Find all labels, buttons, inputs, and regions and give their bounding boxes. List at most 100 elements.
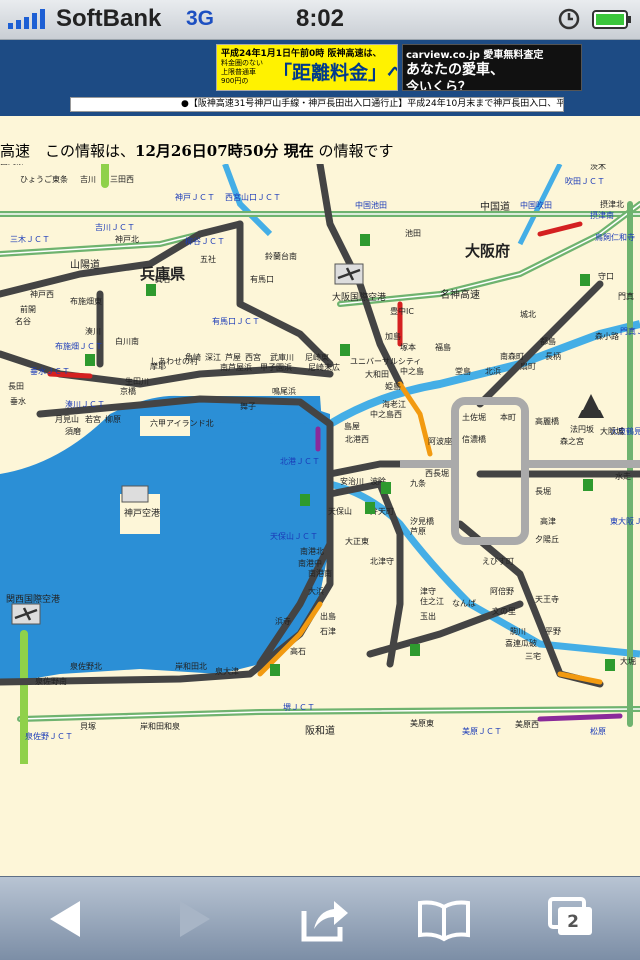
- place-label: 深江: [205, 353, 221, 362]
- place-label: 姫島: [385, 381, 401, 391]
- route-shield: [583, 479, 593, 491]
- route-shield: [300, 494, 310, 506]
- place-label: 三宅: [525, 651, 541, 661]
- forward-arrow-icon[interactable]: [164, 889, 224, 949]
- place-label: 尼崎末広: [308, 362, 340, 372]
- carrier-name: SoftBank: [56, 5, 162, 32]
- airplane-icon: [334, 263, 364, 285]
- river-2: [329, 480, 640, 658]
- ad2-line2: 今いくら？: [406, 80, 472, 91]
- osaka-castle-icon: [578, 394, 604, 418]
- tabs-icon[interactable]: [542, 889, 602, 949]
- jct-label: 吉川ＪＣＴ: [95, 223, 135, 232]
- traffic-map[interactable]: 兵庫県 大阪府 中国道 山陽道 名神高速 阪和道 大阪国際空港 関西国際空港 神…: [0, 164, 640, 764]
- label-sanyo: 山陽道: [70, 258, 100, 271]
- place-label: 森小路: [595, 331, 619, 341]
- place-label: 喜連瓜破: [505, 638, 537, 648]
- place-label: 名谷: [15, 316, 31, 326]
- osaka-loop: [400, 397, 640, 545]
- place-label: 中之島: [400, 366, 424, 376]
- jct-label: 美原ＪＣＴ: [462, 726, 502, 736]
- carview-ad[interactable]: carview.co.jp 愛車無料査定 あなたの愛車、 今いくら？: [402, 44, 582, 91]
- jct-label: 東大阪ＪＣＴ: [610, 516, 640, 526]
- place-label: 都島: [540, 336, 556, 346]
- place-label: 泉佐野南: [35, 676, 67, 686]
- place-label: 長堀: [535, 487, 551, 496]
- place-label: 月見山: [55, 414, 79, 424]
- place-label: 弁天町: [370, 506, 394, 516]
- place-label: 摂津北: [600, 199, 624, 209]
- river-4: [517, 164, 563, 246]
- signal-bars-icon: [8, 9, 45, 29]
- region-hyogo: 兵庫県: [140, 265, 185, 283]
- place-label: 法円坂: [570, 424, 594, 434]
- route-shield: [580, 274, 590, 286]
- place-label: 泉大津: [215, 666, 239, 676]
- airport-building-icon: [121, 485, 149, 503]
- jct-label: 吹田ＪＣＴ: [565, 176, 605, 186]
- place-label: 土佐堀: [462, 412, 486, 422]
- route-17-nishiosaka: [326, 480, 384, 498]
- expressway-fare-ad[interactable]: 平成24年1月1日午前0時 阪神高速は、 料金圏のない 上限普通車 900円の …: [216, 44, 398, 91]
- route-4-wangan-south: [256, 540, 334, 668]
- congestion-red-1: [537, 221, 583, 237]
- jct-label: 湊川ＪＣＴ: [65, 399, 105, 409]
- route-15-sakai: [376, 480, 404, 668]
- place-label: 甲子園浜: [260, 362, 292, 372]
- place-label: ユニバーサルシティ: [350, 357, 421, 366]
- label-meishin: 名神高速: [440, 288, 480, 301]
- page-content: 高速 この情報は、12月26日07時50分 現在 の情報です: [0, 116, 640, 876]
- place-label: 水走: [615, 471, 631, 481]
- back-arrow-icon[interactable]: [36, 889, 96, 949]
- place-label: なんば: [452, 599, 476, 608]
- label-kobe-airport: 神戸空港: [124, 507, 160, 519]
- place-label: 泉佐野北: [70, 661, 102, 671]
- place-label: 神戸北: [115, 234, 139, 244]
- share-icon[interactable]: [294, 889, 354, 949]
- place-label: 芦原: [410, 526, 426, 536]
- place-label: 有馬口: [250, 274, 274, 284]
- jct-label: 垂水ＪＣＴ: [30, 366, 70, 376]
- bookmarks-icon[interactable]: [414, 889, 474, 949]
- ad1-line2: 料金圏のない 上限普通車 900円の: [221, 59, 263, 85]
- tab-count: 2: [567, 912, 579, 932]
- network-type: 3G: [186, 7, 215, 30]
- place-label: 中之島西: [370, 409, 402, 419]
- place-label: 西長堀: [425, 469, 449, 478]
- place-label: 高石: [290, 646, 306, 656]
- place-label: 白川南: [115, 336, 139, 346]
- route-5-wangan: [0, 395, 334, 686]
- place-label: 大和田: [365, 369, 389, 379]
- ad-banner-area: 平成24年1月1日午前0時 阪神高速は、 料金圏のない 上限普通車 900円の …: [0, 40, 640, 116]
- jct-label: 中国吹田: [520, 200, 552, 210]
- place-label: 南森町: [500, 351, 524, 361]
- place-label: 貝塚: [80, 722, 96, 731]
- place-label: 大正東: [345, 536, 369, 546]
- route-3-kobe: [0, 350, 334, 388]
- jct-label: 有馬口ＪＣＴ: [212, 316, 260, 326]
- info-datetime: 12月26日07時50分 現在: [135, 142, 314, 160]
- place-label: 北浜: [485, 366, 501, 376]
- place-label: えびす町: [482, 557, 514, 566]
- congestion-orange-2: [257, 601, 323, 677]
- place-label: 五社: [200, 254, 216, 264]
- ad2-line1: あなたの愛車、: [406, 62, 504, 78]
- place-label: 前開: [20, 304, 36, 314]
- route-shield: [410, 644, 420, 656]
- place-label: ひょうご東条: [20, 174, 68, 184]
- place-label: 海老江: [382, 399, 406, 409]
- battery-icon: [592, 10, 631, 29]
- place-label: 岸和田北: [175, 662, 207, 671]
- place-label: 北港西: [345, 434, 369, 444]
- place-label: 森之宮: [560, 436, 584, 446]
- news-ticker[interactable]: ●【阪神高速31号神戸山手線・神戸長田出入口通行止】平成24年10月末まで神戸長…: [70, 97, 564, 112]
- status-time: 8:02: [295, 5, 345, 32]
- place-label: 玉出: [420, 611, 436, 621]
- region-osaka: 大阪府: [465, 242, 510, 260]
- place-label: 加島: [385, 331, 401, 341]
- route-12-moriguchi: [476, 280, 604, 408]
- route-6-yamatogawa: [366, 600, 524, 658]
- jct-label: 中国池田: [355, 200, 387, 210]
- label-itami-airport: 大阪国際空港: [332, 291, 386, 303]
- route-2-yodogawa: [236, 220, 334, 368]
